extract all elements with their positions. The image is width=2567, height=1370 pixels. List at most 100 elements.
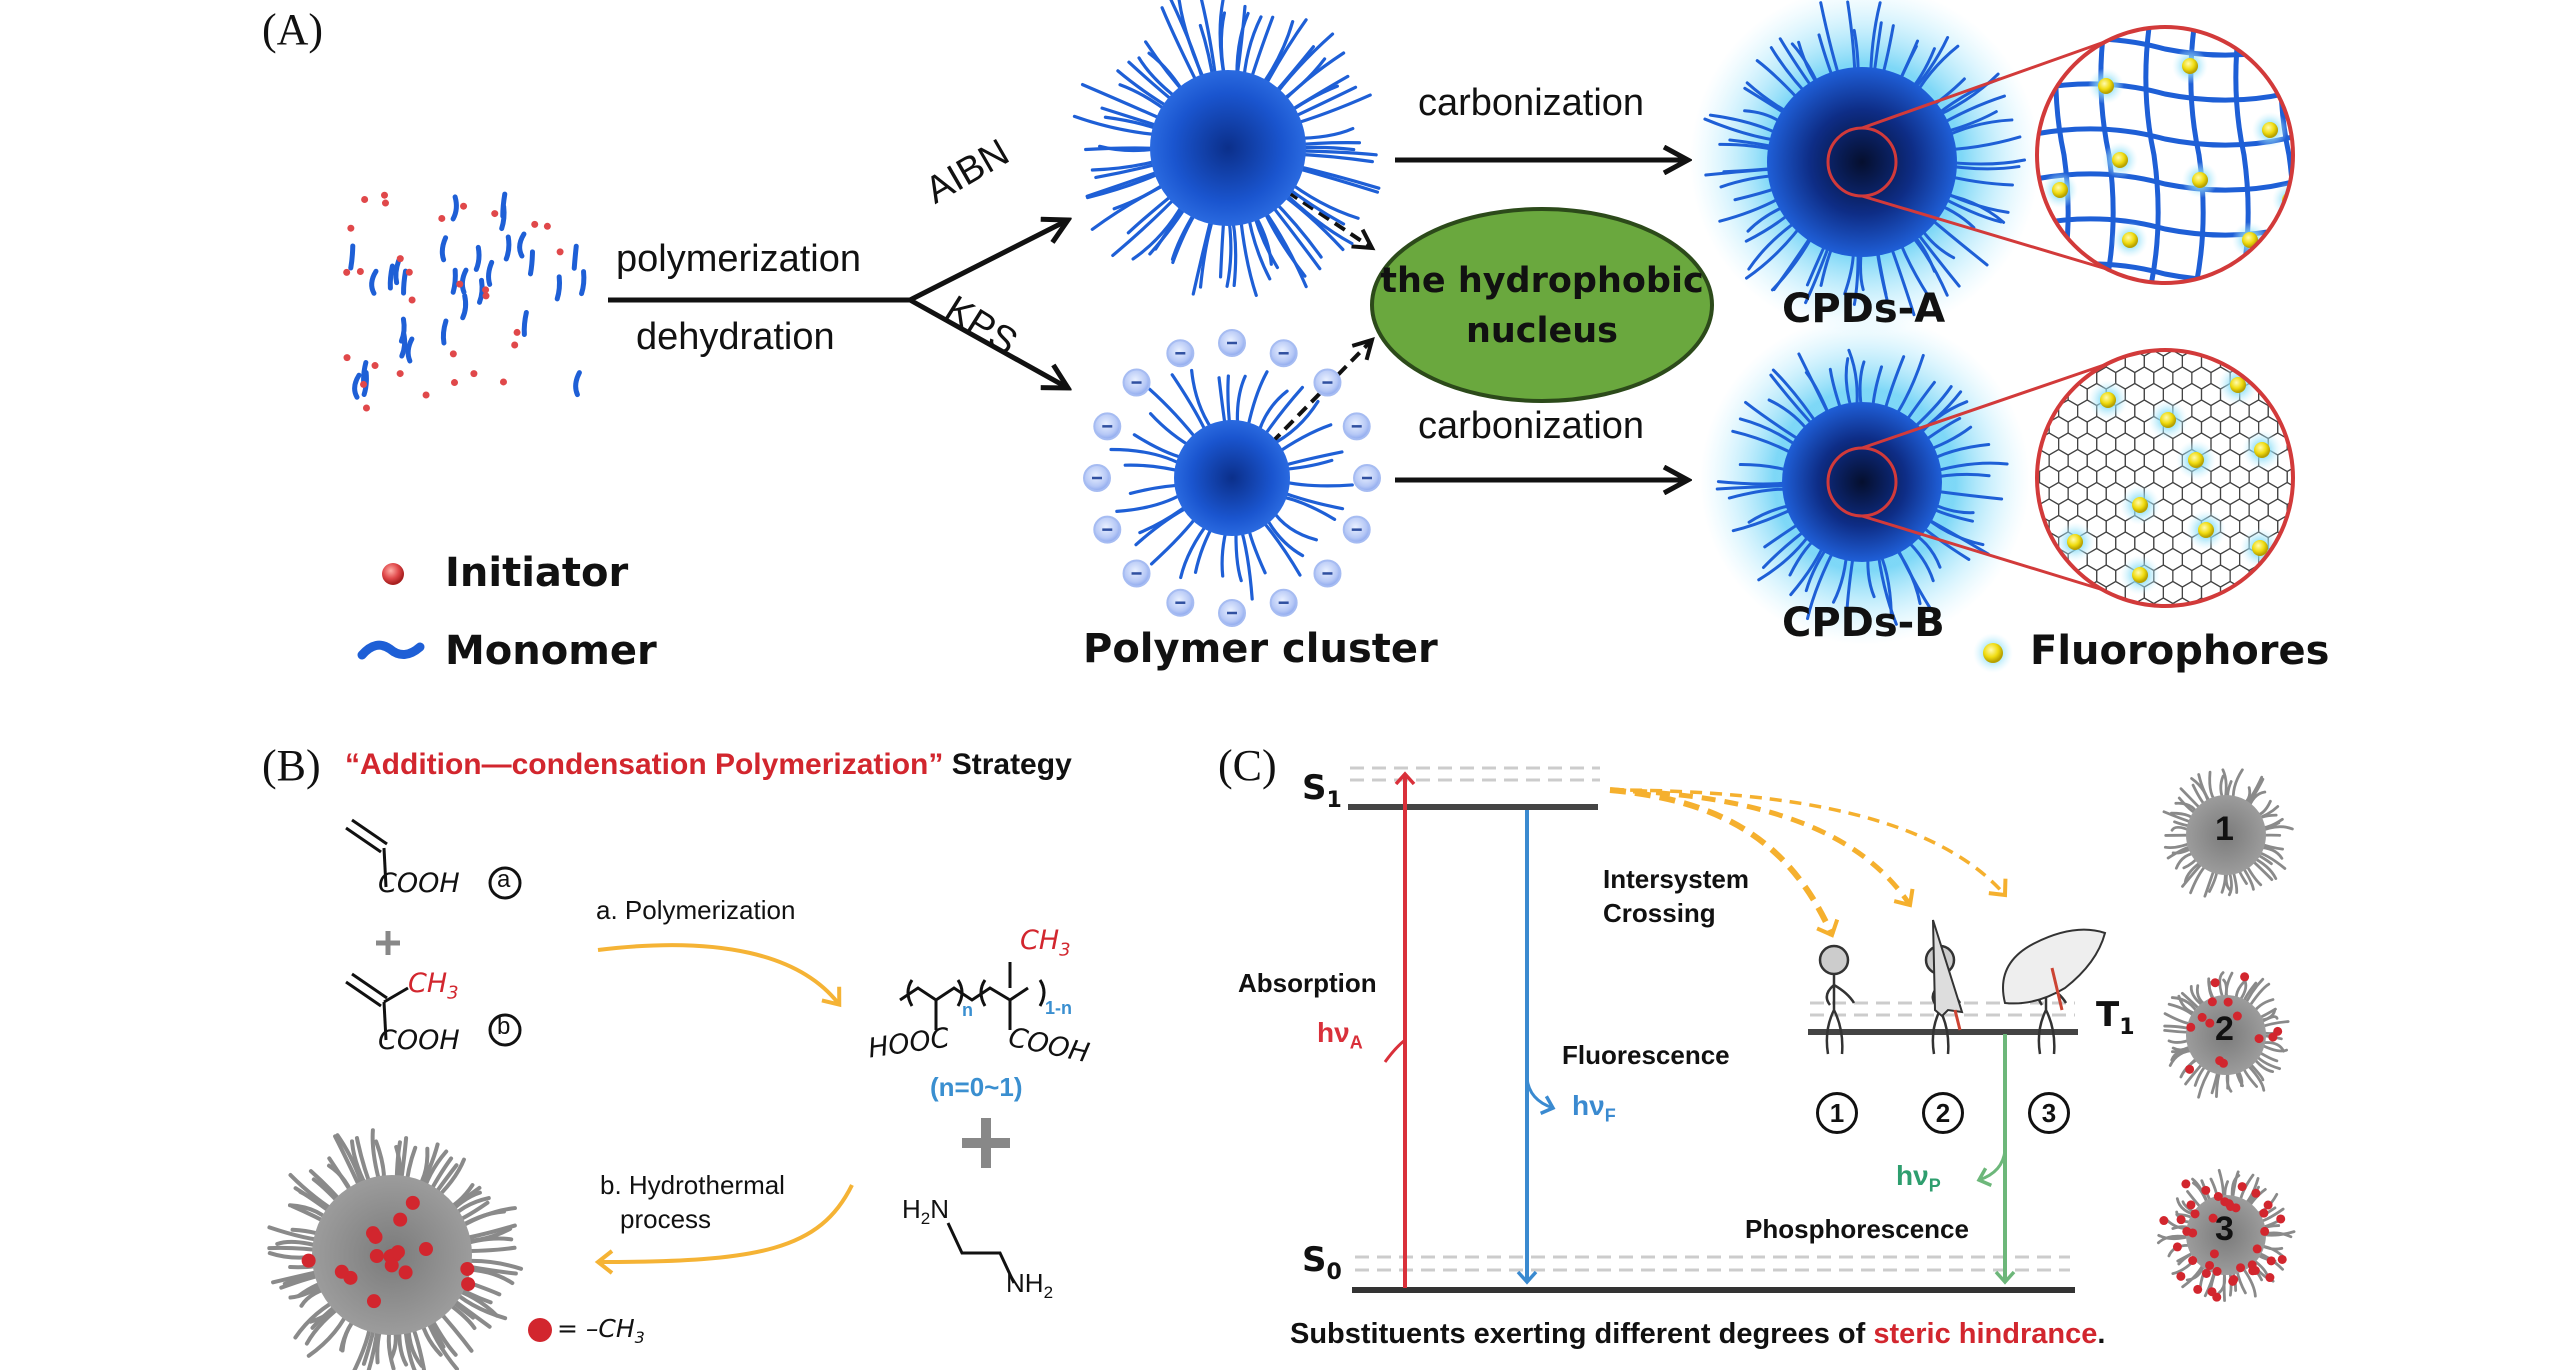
methyl-dot (2265, 1273, 2275, 1283)
hvf-sub: F (1604, 1105, 1616, 1126)
t1-text: T (2096, 995, 2120, 1035)
initiator-legend-label: Initiator (445, 550, 629, 596)
monomer-legend-icon (357, 640, 425, 660)
initiator-dot (371, 362, 379, 370)
monomer-strand (573, 370, 582, 398)
stick-figure-1 (1818, 944, 1856, 1055)
particle-core (2186, 1195, 2266, 1275)
methyl-dot (384, 1258, 399, 1273)
s0-text: S (1302, 1240, 1327, 1280)
umbrella-handle (2050, 967, 2064, 1011)
monomer-strand (554, 274, 563, 302)
methyl-dot (2251, 1188, 2261, 1198)
monomer-strand (527, 249, 535, 277)
methyl-dot (2276, 1214, 2286, 1224)
umbrella-handle (1953, 1009, 1962, 1031)
fluorophore-dot (2132, 497, 2148, 513)
initiator-dot (451, 379, 459, 387)
soup-group (343, 191, 587, 412)
methyl-dot (2176, 1271, 2186, 1281)
initiator-dot (531, 220, 539, 228)
isc-line-1: Intersystem (1603, 864, 1749, 894)
methyl-legend-text: = –CH3 (557, 1314, 645, 1347)
cpd-particles-series (2156, 768, 2296, 1302)
methyl-dot (2205, 1018, 2215, 1028)
panel-b-title: “Addition—condensation Polymerization” S… (345, 748, 1072, 782)
amine-bottom: NH2 (1006, 1268, 1053, 1303)
s0-label: S0 (1302, 1240, 1342, 1285)
initiator-dot (460, 202, 468, 210)
methyl-dot (2193, 1284, 2203, 1294)
cpds-b-label: CPDs-B (1782, 600, 1945, 646)
amine-n: N (930, 1194, 950, 1224)
hex-cell (2286, 498, 2293, 522)
hvf-text: hν (1572, 1090, 1605, 1121)
initiator-legend-icon (382, 563, 404, 585)
initiator-dot (343, 354, 351, 362)
methyl-dot (2181, 1179, 2191, 1189)
initiator-dot (482, 292, 490, 300)
fluorescence-label: Fluorescence (1562, 1040, 1730, 1070)
methyl-dot (2259, 1208, 2269, 1218)
methyl-dot (2209, 1249, 2219, 1259)
cpds-b-graphitic-lattice (2037, 350, 2293, 606)
cpds-b-zoom-circle (2035, 348, 2295, 608)
isc-arrow-2 (1609, 787, 1915, 908)
figure-badge-3: 3 (2028, 1092, 2070, 1134)
methyl-dot (334, 1264, 349, 1279)
monomer-strand (473, 244, 482, 272)
monomer-legend-label: Monomer (445, 628, 657, 674)
hydrophobic-nucleus-ellipse (1370, 207, 1714, 403)
methyl-dot (418, 1242, 433, 1257)
panel-a-label: (A) (262, 5, 324, 54)
monomer-strand (450, 267, 458, 295)
monomer-b-cooh: COOH (378, 1025, 460, 1056)
hvp-label: hνP (1896, 1160, 1941, 1197)
polymer-methyl: CH3 (1020, 925, 1071, 960)
stick-figures (1818, 919, 2107, 1055)
monomer-a-cooh: COOH (378, 868, 460, 899)
methyl-dot (2201, 1268, 2211, 1278)
panel-c-caption: Substituents exerting different degrees … (1290, 1318, 2105, 1351)
particle-number-2: 2 (2215, 1010, 2234, 1048)
initiator-dot (405, 268, 413, 276)
polymer-cluster-aibn (1072, 0, 1381, 297)
absorption-label: Absorption (1238, 968, 1377, 998)
fluorophore-dot (2112, 152, 2128, 168)
phosphorescence-label: Phosphorescence (1745, 1214, 1969, 1244)
methyl-dot (2218, 1058, 2228, 1068)
s1-sub: 1 (1326, 787, 1342, 813)
t1-sub: 1 (2119, 1014, 2135, 1040)
monomer-strand (579, 269, 587, 297)
initiator-dot (511, 341, 519, 349)
figure-badge-1: 1 (1816, 1092, 1858, 1134)
hva-text: hν (1317, 1017, 1350, 1048)
initiator-dot (482, 286, 490, 294)
plus-sign-small (376, 931, 400, 955)
monomer-strand (486, 259, 495, 287)
hvf-pointer (1525, 1077, 1556, 1115)
initiator-dot (381, 199, 389, 207)
polymer-1-n-subscript: 1-n (1045, 998, 1072, 1018)
methyl-dot (398, 1265, 413, 1280)
strategy-name: “Addition—condensation Polymerization” (345, 748, 944, 781)
methyl-dot (366, 1294, 381, 1309)
cpds-a-label: CPDs-A (1782, 286, 1946, 332)
particle-core (2186, 795, 2266, 875)
aibn-branch-arrow (908, 220, 1068, 303)
monomer-strand (476, 277, 485, 305)
polymerization-arrow (597, 943, 842, 1008)
methyl-dot (2188, 1228, 2198, 1238)
figure-badge-2: 2 (1922, 1092, 1964, 1134)
amine-h-sub: 2 (920, 1209, 931, 1229)
fluorophore-dot (2122, 232, 2138, 248)
initiator-dot (347, 224, 355, 232)
initiator-dot (360, 380, 368, 388)
monomer-strand (517, 231, 527, 259)
methyl-dot (2197, 1012, 2207, 1022)
isc-arrow-3 (1609, 788, 2008, 898)
initiator-dot (556, 248, 564, 256)
